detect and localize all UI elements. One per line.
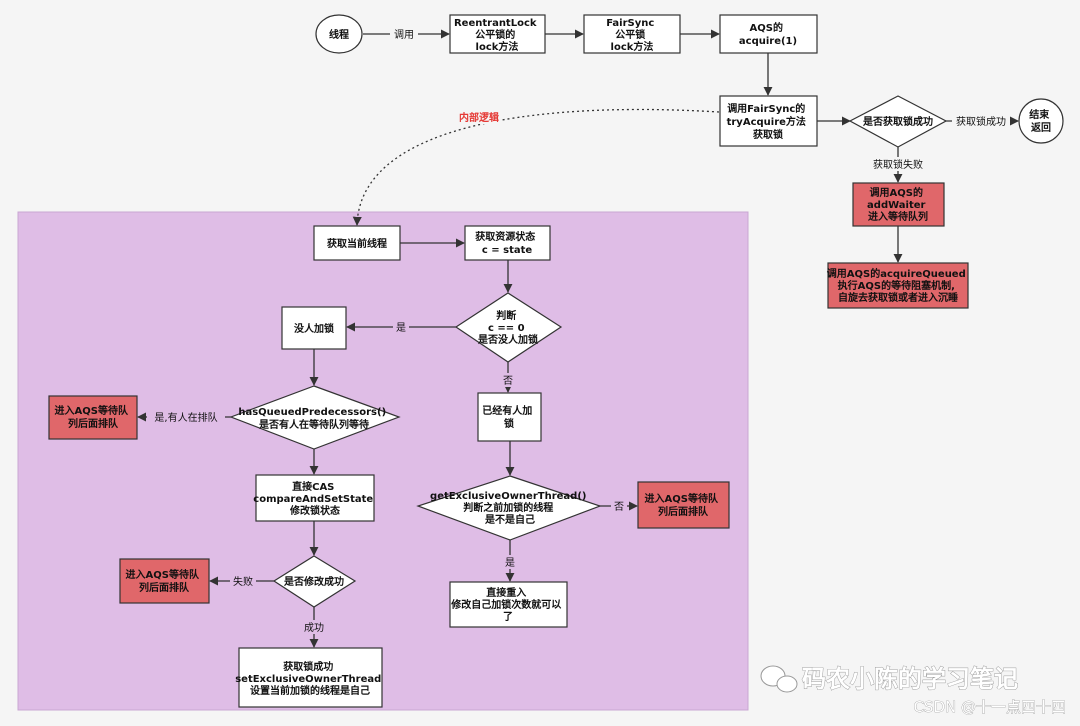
node-reenter: 直接重入 修改自己加锁次数就可以 了 <box>449 581 568 628</box>
edge-label-acquire-success: 获取锁成功 <box>956 115 1006 128</box>
node-cas-label: 直接CAS compareAndSetState 修改锁状态 <box>253 480 376 517</box>
node-reenter-label: 直接重入 修改自己加锁次数就可以 了 <box>450 586 564 623</box>
node-check-owner-label: getExclusiveOwnerThread() 判断之前加锁的线程 是不是自… <box>430 491 590 526</box>
watermark-wechat-text: 码农小陈的学习笔记 <box>802 665 1018 693</box>
node-cas: 直接CAS compareAndSetState 修改锁状态 <box>253 474 376 522</box>
edge-label-call: 调用 <box>394 29 414 41</box>
node-enqueue-3: 进入AQS等待队 列后面排队 <box>637 481 730 529</box>
node-set-owner-label: 获取锁成功 setExclusiveOwnerThread 设置当前加锁的线程是… <box>235 660 385 697</box>
node-fairsync-label: FairSync 公平锁 lock方法 <box>606 18 658 53</box>
node-get-current-thread-label: 获取当前线程 <box>326 237 387 250</box>
node-reentrant-lock: ReentrantLock 公平锁的 lock方法 <box>449 14 546 54</box>
node-try-acquire-label: 调用FairSync的 tryAcquire方法 获取锁 <box>727 102 810 141</box>
node-modify-ok: 是否修改成功 <box>272 555 357 608</box>
node-aqs-acquire-label: AQS的 acquire(1) <box>739 21 797 47</box>
node-end-label: 结束 返回 <box>1029 108 1052 134</box>
node-has-queued-label: hasQueuedPredecessors() 是否有人在等待队列等待 <box>238 407 389 431</box>
node-enqueue-1-label: 进入AQS等待队 列后面排队 <box>55 404 132 430</box>
node-has-queued: hasQueuedPredecessors() 是否有人在等待队列等待 <box>229 385 401 450</box>
node-fairsync: FairSync 公平锁 lock方法 <box>583 14 681 54</box>
node-check-c: 判断 c == 0 是否没人加锁 <box>454 292 563 363</box>
node-enqueue-2: 进入AQS等待队 列后面排队 <box>119 558 210 604</box>
watermark-csdn-text: CSDN @十一点四十四 <box>913 698 1066 716</box>
node-get-state-label: 获取资源状态 c = state <box>474 230 538 256</box>
wechat-watermark: 码农小陈的学习笔记 <box>760 665 1018 693</box>
node-try-acquire: 调用FairSync的 tryAcquire方法 获取锁 <box>719 95 818 147</box>
node-no-lock-label: 没人加锁 <box>294 322 334 335</box>
edge-internal-logic-dotted <box>352 108 720 226</box>
node-set-owner: 获取锁成功 setExclusiveOwnerThread 设置当前加锁的线程是… <box>235 647 385 708</box>
edge-label-fail: 失败 <box>233 575 253 588</box>
edge-label-no-2: 否 <box>614 501 624 513</box>
wechat-logo-icon <box>760 665 798 693</box>
node-locked-label: 已经有人加 锁 <box>482 404 535 430</box>
node-check-c-label: 判断 c == 0 是否没人加锁 <box>477 309 538 346</box>
node-add-waiter: 调用AQS的 addWaiter 进入等待队列 <box>852 182 945 227</box>
node-reentrant-lock-label: ReentrantLock 公平锁的 lock方法 <box>454 18 540 53</box>
node-end: 结束 返回 <box>1018 98 1064 144</box>
edge-label-yes-someone-queued: 是,有人在排队 <box>154 411 217 424</box>
node-get-current-thread: 获取当前线程 <box>313 225 401 261</box>
node-acquire-queued-label: 调用AQS的acquireQueued 执行AQS的等待阻塞机制, 自旋去获取锁… <box>827 267 969 304</box>
edge-label-success: 成功 <box>304 622 324 634</box>
edge-label-yes-2: 是 <box>505 557 515 569</box>
node-get-state: 获取资源状态 c = state <box>464 225 551 261</box>
internal-logic-region <box>17 211 749 711</box>
node-enqueue-2-label: 进入AQS等待队 列后面排队 <box>126 568 203 594</box>
node-thread: 线程 <box>315 14 363 54</box>
node-check-owner: getExclusiveOwnerThread() 判断之前加锁的线程 是不是自… <box>416 475 602 541</box>
node-is-acquired: 是否获取锁成功 <box>848 95 948 148</box>
node-enqueue-1: 进入AQS等待队 列后面排队 <box>48 395 138 440</box>
node-locked: 已经有人加 锁 <box>477 392 542 442</box>
edge-labels: 调用 获取锁成功 获取锁失败 内部逻辑 是 否 是,有人在排队 失败 成功 否 … <box>147 27 1010 634</box>
node-modify-ok-label: 是否修改成功 <box>283 575 344 588</box>
node-add-waiter-label: 调用AQS的 addWaiter 进入等待队列 <box>867 186 929 223</box>
node-thread-label: 线程 <box>329 28 349 41</box>
edge-label-internal-logic: 内部逻辑 <box>459 111 499 124</box>
node-is-acquired-label: 是否获取锁成功 <box>862 115 933 128</box>
edge-label-no: 否 <box>503 375 513 387</box>
node-aqs-acquire: AQS的 acquire(1) <box>719 14 818 54</box>
edge-label-acquire-fail: 获取锁失败 <box>873 158 923 171</box>
edge-label-yes: 是 <box>396 322 406 334</box>
node-acquire-queued: 调用AQS的acquireQueued 执行AQS的等待阻塞机制, 自旋去获取锁… <box>827 262 969 309</box>
node-enqueue-3-label: 进入AQS等待队 列后面排队 <box>645 492 722 518</box>
node-no-lock: 没人加锁 <box>281 306 347 350</box>
